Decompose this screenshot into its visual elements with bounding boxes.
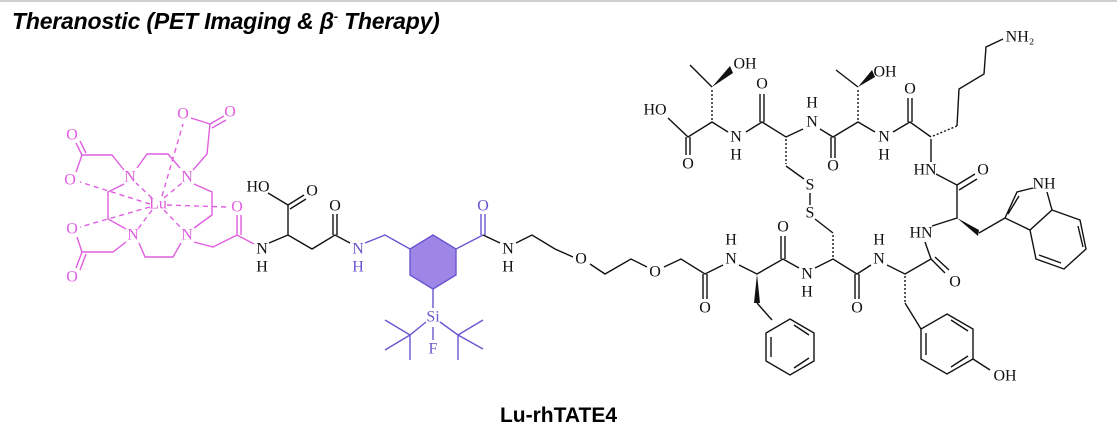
atom-h: H (502, 259, 514, 276)
atom-n: N (352, 241, 364, 258)
atom-o: O (66, 269, 78, 286)
wedge-bond (858, 70, 875, 87)
compound-name: Lu-rhTATE4 (499, 404, 618, 427)
phenyl-ring (765, 318, 815, 376)
atom-o: O (224, 104, 236, 121)
atom-h: H (730, 147, 742, 164)
atom-nh2: NH₂ (1006, 29, 1035, 46)
wedge-bond (754, 274, 760, 303)
atom-h: H (801, 284, 813, 301)
atom-lu: Lu (149, 196, 167, 213)
dota-lutetium-chelator: N N N N Lu O O O O O O O (64, 104, 255, 286)
atom-o: O (851, 300, 863, 317)
atom-o: O (575, 251, 587, 268)
atom-n: N (806, 114, 818, 131)
atom-n: N (873, 251, 885, 268)
atom-o: O (329, 198, 341, 215)
atom-n: N (801, 266, 813, 283)
atom-o: O (66, 221, 78, 238)
atom-si: Si (426, 309, 440, 326)
peptide-tate: N H O O O N H O N H O N H O OH HN NH HN … (502, 29, 1087, 385)
atom-oh: OH (873, 64, 897, 81)
atom-h: H (878, 147, 890, 164)
atom-hn: HN (909, 225, 933, 242)
atom-n: N (730, 129, 742, 146)
atom-o: O (777, 219, 789, 236)
atom-o: O (477, 198, 489, 215)
atom-n: N (181, 169, 193, 186)
atom-n: N (502, 241, 514, 258)
atom-hn: HN (913, 162, 937, 179)
atom-n: N (127, 227, 139, 244)
atom-n: N (878, 129, 890, 146)
atom-ho: HO (246, 179, 269, 196)
atom-oh: OH (733, 56, 757, 73)
atom-n: N (725, 251, 737, 268)
atom-o: O (682, 156, 694, 173)
linker: N H HO O O (246, 179, 351, 276)
benzene-ring (409, 234, 457, 290)
atom-h: H (256, 259, 268, 276)
atom-o: O (827, 158, 839, 175)
figure-title: Theranostic (PET Imaging & β- Therapy) (12, 8, 440, 34)
atom-s: S (806, 177, 815, 194)
wedge-bond (957, 218, 979, 236)
atom-o: O (949, 274, 961, 291)
atom-o: O (904, 81, 916, 98)
atom-h: H (352, 259, 364, 276)
atom-ho: HO (643, 102, 666, 119)
sifa-moiety: N H O Si F (352, 198, 501, 360)
atom-o: O (699, 300, 711, 317)
phenol-ring (920, 313, 974, 375)
atom-h: H (873, 232, 885, 249)
atom-s: S (806, 205, 815, 222)
atom-o: O (66, 127, 78, 144)
atom-h: H (725, 232, 737, 249)
atom-oh: OH (993, 368, 1017, 385)
atom-f: F (429, 341, 438, 358)
atom-o: O (977, 162, 989, 179)
atom-n: N (181, 227, 193, 244)
atom-o: O (177, 106, 189, 123)
atom-o: O (64, 172, 76, 189)
atom-nh: NH (1032, 176, 1056, 193)
atom-o: O (756, 76, 768, 93)
atom-o: O (649, 264, 661, 281)
atom-h: H (806, 95, 818, 112)
atom-n: N (256, 241, 268, 258)
atom-o: O (306, 183, 318, 200)
atom-n: N (124, 169, 136, 186)
atom-o: O (231, 199, 243, 216)
wedge-bond (712, 66, 733, 87)
